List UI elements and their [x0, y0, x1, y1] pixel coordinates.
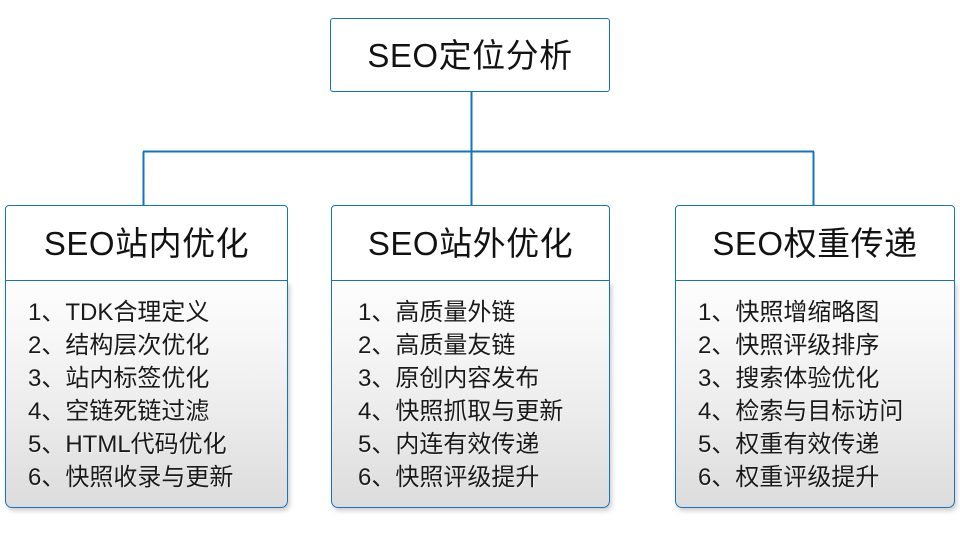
branch-column-2: SEO站外优化 1、高质量外链 2、高质量友链 3、原创内容发布 4、快照抓取与…: [331, 205, 610, 508]
list-item: 4、空链死链过滤: [28, 398, 210, 425]
branch-1-header-label: SEO站内优化: [43, 224, 250, 262]
list-item: 5、权重有效传递: [698, 431, 880, 458]
branch-2-header-label: SEO站外优化: [367, 224, 574, 262]
branch-3-header-label: SEO权重传递: [712, 224, 918, 262]
list-item: 5、HTML代码优化: [28, 431, 227, 458]
branch-2-list: 1、高质量外链 2、高质量友链 3、原创内容发布 4、快照抓取与更新 5、内连有…: [331, 281, 610, 508]
list-item: 4、检索与目标访问: [698, 398, 904, 425]
list-item: 2、结构层次优化: [28, 332, 210, 359]
list-item: 1、TDK合理定义: [28, 299, 210, 326]
branch-2-header[interactable]: SEO站外优化: [331, 205, 610, 281]
root-node-label: SEO定位分析: [367, 36, 573, 74]
branch-1-header[interactable]: SEO站内优化: [5, 205, 288, 281]
list-item: 1、快照增缩略图: [698, 299, 880, 326]
list-item: 6、快照评级提升: [358, 464, 540, 491]
list-item: 5、内连有效传递: [358, 431, 540, 458]
list-item: 1、高质量外链: [358, 299, 516, 326]
branch-3-header[interactable]: SEO权重传递: [675, 205, 955, 281]
branch-3-list: 1、快照增缩略图 2、快照评级排序 3、搜索体验优化 4、检索与目标访问 5、权…: [675, 281, 955, 508]
branch-column-3: SEO权重传递 1、快照增缩略图 2、快照评级排序 3、搜索体验优化 4、检索与…: [675, 205, 955, 508]
root-node[interactable]: SEO定位分析: [330, 18, 610, 92]
list-item: 3、原创内容发布: [358, 365, 540, 392]
list-item: 3、搜索体验优化: [698, 365, 880, 392]
list-item: 2、快照评级排序: [698, 332, 880, 359]
branch-1-list: 1、TDK合理定义 2、结构层次优化 3、站内标签优化 4、空链死链过滤 5、H…: [5, 281, 288, 508]
list-item: 4、快照抓取与更新: [358, 398, 564, 425]
list-item: 6、快照收录与更新: [28, 464, 234, 491]
list-item: 3、站内标签优化: [28, 365, 210, 392]
list-item: 6、权重评级提升: [698, 464, 880, 491]
list-item: 2、高质量友链: [358, 332, 516, 359]
branch-column-1: SEO站内优化 1、TDK合理定义 2、结构层次优化 3、站内标签优化 4、空链…: [5, 205, 288, 508]
